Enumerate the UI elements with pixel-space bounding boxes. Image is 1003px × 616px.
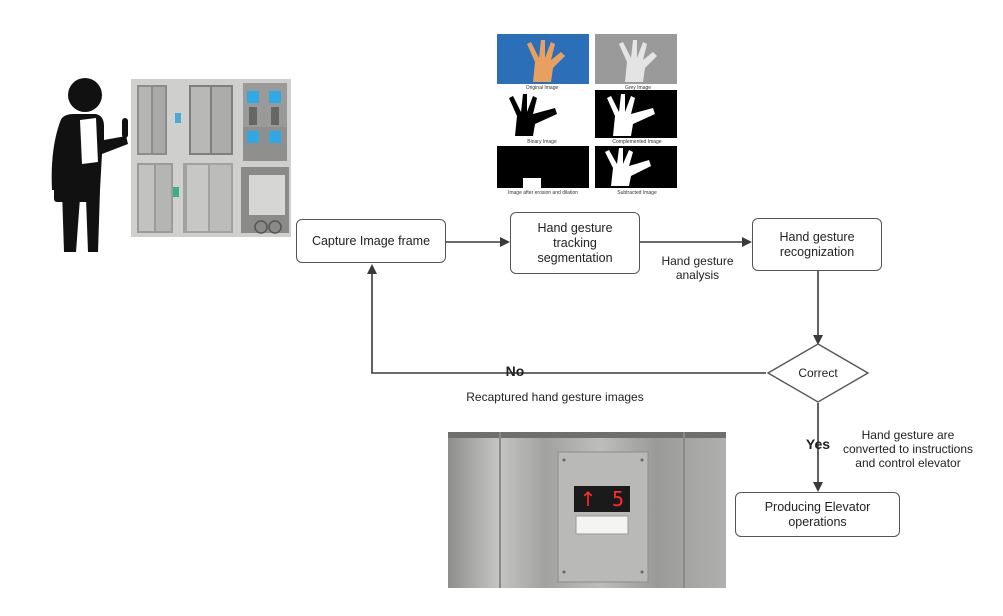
node-hand-gesture-recognition: Hand gesture recognization bbox=[752, 218, 882, 271]
edge-label-no: No bbox=[505, 363, 525, 379]
node-hand-gesture-tracking: Hand gesture tracking segmentation bbox=[510, 212, 640, 274]
decision-diamond bbox=[766, 343, 870, 403]
hand-segmentation-thumbnails: Original Image Grey Image Binary Image C… bbox=[495, 32, 685, 202]
edge-decision-to-capture bbox=[367, 264, 766, 374]
thumb-caption-eroded: Image after erosion and dilation bbox=[507, 190, 579, 196]
person-with-briefcase-icon bbox=[51, 78, 128, 252]
node-recognition-label: Hand gesture recognization bbox=[779, 229, 855, 259]
edge-label-analysis: Hand gesture analysis bbox=[661, 254, 734, 282]
display-floor-number: 5 bbox=[611, 487, 625, 511]
thumb-caption-complemented: Complemented Image bbox=[612, 139, 662, 145]
thumb-caption-binary: Binary Image bbox=[527, 139, 557, 145]
edge-label-recaptured: Recaptured hand gesture images bbox=[466, 390, 644, 404]
node-tracking-label: Hand gesture tracking segmentation bbox=[537, 220, 613, 265]
node-capture-label: Capture Image frame bbox=[311, 233, 431, 248]
thumb-caption-grey: Grey Image bbox=[624, 85, 652, 91]
display-arrow: ↑ bbox=[579, 487, 597, 511]
decision-label: Correct bbox=[798, 366, 838, 380]
elevator-collage-image bbox=[131, 79, 291, 237]
node-producing-elevator-operations: Producing Elevator operations bbox=[735, 492, 900, 537]
edge-label-converted: Hand gesture are converted to instructio… bbox=[842, 428, 974, 470]
edge-label-yes: Yes bbox=[805, 436, 831, 452]
node-capture-image-frame: Capture Image frame bbox=[296, 219, 446, 263]
node-producing-label: Producing Elevator operations bbox=[764, 499, 871, 529]
elevator-panel-photo: ↑ 5 bbox=[448, 432, 726, 588]
thumb-caption-original: Original Image bbox=[525, 85, 559, 91]
thumb-caption-subtracted: Subtracted Image bbox=[617, 190, 657, 196]
